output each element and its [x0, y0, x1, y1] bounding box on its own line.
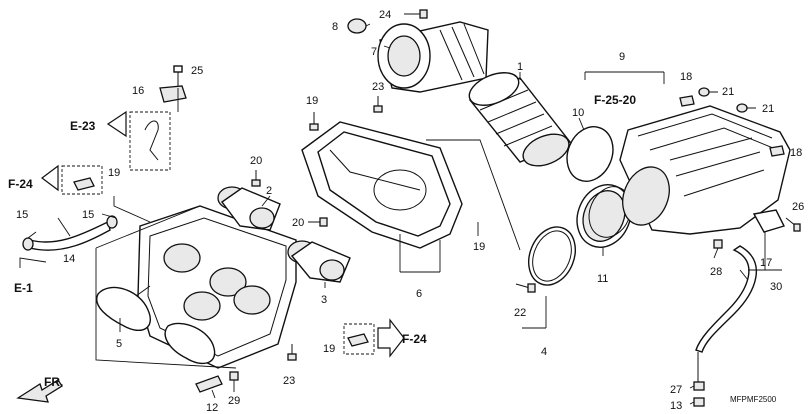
part-clip-29 — [229, 371, 239, 381]
ref-label-f24-right: F-24 — [402, 332, 427, 346]
part-insulator-2 — [217, 186, 281, 231]
callout-12: 12 — [206, 402, 218, 414]
callout-20-mid: 20 — [292, 217, 304, 229]
callout-18-top: 18 — [680, 71, 692, 83]
ref-label-f24-left: F-24 — [8, 177, 33, 191]
part-grommet — [347, 18, 367, 34]
callout-24: 24 — [379, 9, 391, 21]
detail-box-f24-right — [343, 323, 375, 355]
part-grommet-18-top — [679, 95, 695, 107]
callout-18-right: 18 — [790, 147, 802, 159]
detail-box-f24-left — [61, 165, 103, 195]
callout-14: 14 — [63, 253, 75, 265]
part-hose-14 — [22, 215, 118, 251]
callout-21-top: 21 — [722, 86, 734, 98]
callout-numbers: 1 2 3 4 5 6 7 8 9 10 11 12 13 14 15 15 1… — [16, 9, 804, 414]
callout-20-top: 20 — [250, 155, 262, 167]
callout-15-mid: 15 — [82, 209, 94, 221]
ref-arrow-f24-right[interactable]: F-24 — [377, 318, 427, 358]
callout-2: 2 — [266, 185, 272, 197]
detail-box-e23 — [129, 111, 171, 171]
part-bracket-17 — [752, 209, 785, 233]
part-screw-21-top — [698, 87, 718, 97]
part-screw-22 — [515, 283, 536, 293]
callout-23-top: 23 — [372, 81, 384, 93]
ref-arrow-e23[interactable]: E-23 — [70, 110, 127, 138]
callout-26: 26 — [792, 201, 804, 213]
callout-19-top: 19 — [306, 95, 318, 107]
ref-arrow-f24-left[interactable]: F-24 — [8, 164, 59, 192]
part-drain-12 — [195, 375, 223, 393]
part-gasket-right — [164, 322, 216, 365]
callout-10: 10 — [572, 107, 584, 119]
figure-code: MFPMF2500 — [730, 395, 777, 404]
callout-17: 17 — [760, 257, 772, 269]
callout-19-left: 19 — [108, 167, 120, 179]
callout-22: 22 — [514, 307, 526, 319]
leader-lines — [19, 23, 782, 405]
part-screw-21-mid — [736, 103, 756, 113]
callout-25: 25 — [191, 65, 203, 77]
part-clip-28 — [713, 239, 723, 249]
part-plug-27 — [693, 381, 705, 391]
callout-19-mid: 19 — [473, 241, 485, 253]
callout-3: 3 — [321, 294, 327, 306]
part-joint-11 — [576, 184, 632, 248]
callout-13: 13 — [670, 400, 682, 412]
part-gasket-left — [96, 286, 151, 331]
callout-4: 4 — [541, 346, 547, 358]
part-insulator-3 — [287, 240, 351, 283]
part-case-cover — [301, 121, 463, 249]
callout-19-bottom: 19 — [323, 343, 335, 355]
callout-29: 29 — [228, 395, 240, 407]
part-band-4 — [528, 226, 576, 286]
ref-label-e23: E-23 — [70, 119, 96, 133]
ref-label-e1[interactable]: E-1 — [14, 281, 33, 295]
callout-9: 9 — [619, 51, 625, 63]
callout-23-bottom: 23 — [283, 375, 295, 387]
part-screw-26 — [785, 217, 801, 232]
callout-5: 5 — [116, 338, 122, 350]
part-plug-13 — [693, 397, 705, 407]
part-fitting-16 — [159, 65, 187, 103]
part-clip-19 — [73, 177, 95, 191]
part-intake-duct — [377, 21, 489, 93]
part-screw-20-mid — [308, 217, 328, 227]
part-small-hose — [144, 120, 159, 161]
callout-6: 6 — [416, 288, 422, 300]
ref-label-fr: FR. — [44, 375, 63, 389]
callout-8: 8 — [332, 21, 338, 33]
callout-7: 7 — [371, 46, 377, 58]
part-drain-tube-30 — [695, 245, 758, 353]
callout-15-left: 15 — [16, 209, 28, 221]
part-housing — [135, 205, 319, 369]
part-clip-19-right — [347, 333, 369, 347]
part-oring-10 — [566, 126, 614, 182]
part-bolt-23-bottom — [287, 344, 297, 361]
part-air-filter — [468, 72, 572, 167]
callout-1: 1 — [517, 61, 523, 73]
part-bolt-23-top — [373, 96, 383, 113]
part-grommet-18-right — [769, 145, 785, 157]
callout-11: 11 — [597, 273, 608, 285]
callout-16: 16 — [132, 85, 144, 97]
ref-label-f2520[interactable]: F-25-20 — [594, 93, 636, 107]
ref-arrow-fr: FR. — [16, 375, 63, 403]
callout-28: 28 — [710, 266, 722, 278]
part-bolt-19-top — [309, 112, 319, 131]
part-screw-20-top — [251, 170, 261, 187]
callout-27: 27 — [670, 384, 682, 396]
callout-21-mid: 21 — [762, 103, 774, 115]
callout-30: 30 — [770, 281, 782, 293]
part-bolt-24 — [404, 9, 428, 19]
